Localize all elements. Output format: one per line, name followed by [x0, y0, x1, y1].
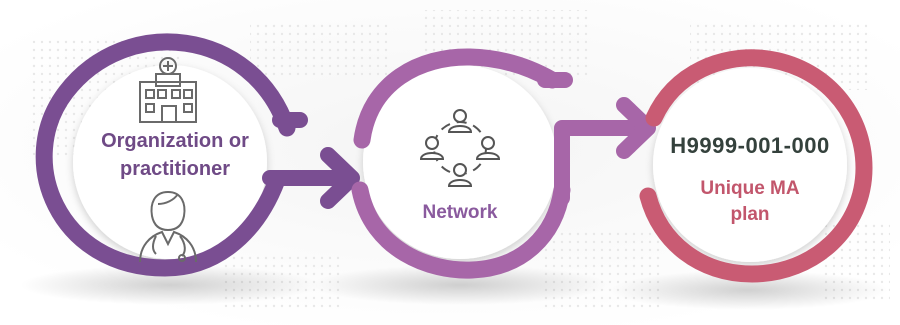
shadow-2 — [310, 265, 610, 305]
label-organization: Organization or practitioner — [80, 127, 270, 183]
label-organization-line-2: practitioner — [119, 158, 231, 180]
network-people-icon — [419, 109, 501, 187]
label-ma-plan-line-1: Unique MA — [700, 178, 800, 199]
plan-code: H9999-001-000 — [670, 133, 830, 158]
label-organization-line-1: Organization or — [101, 130, 249, 152]
label-ma-plan-line-2: plan — [730, 204, 770, 225]
label-network: Network — [422, 202, 498, 223]
shadow-3 — [608, 270, 888, 310]
node-network — [351, 48, 573, 279]
node-ma-plan — [639, 49, 873, 283]
node-organization — [35, 33, 308, 277]
arrow-org-to-network — [262, 147, 360, 209]
hospital-icon — [139, 57, 197, 123]
label-ma-plan: Unique MA plan — [660, 176, 840, 228]
doctor-icon — [139, 190, 197, 263]
shadow-1 — [20, 265, 320, 305]
arrow-network-to-plan — [554, 97, 656, 206]
